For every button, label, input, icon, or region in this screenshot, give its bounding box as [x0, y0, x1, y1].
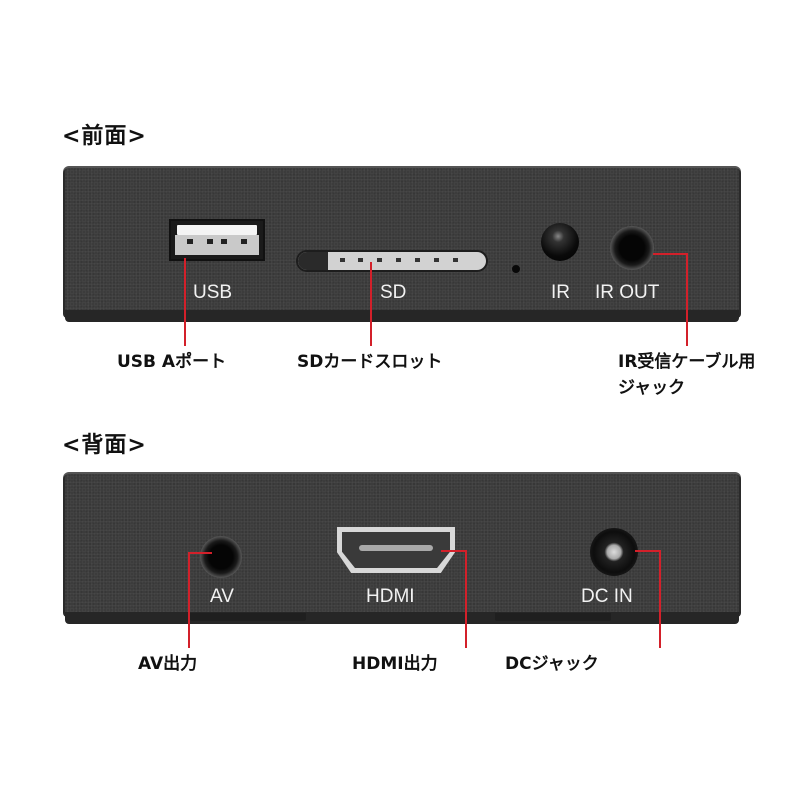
usb-callout-line: [184, 258, 186, 346]
av-jack: [200, 536, 242, 578]
dc-callout-line-v: [659, 550, 661, 648]
ir-label: IR: [551, 282, 570, 303]
hdmi-callout-line-v: [465, 550, 467, 648]
usb-a-port-callout: USB Aポート: [117, 352, 227, 372]
back-foot-right: [495, 613, 611, 621]
front-panel: USB SD IR IR OUT: [63, 166, 741, 318]
dc-callout-line-h: [635, 550, 661, 552]
ir-out-jack: [610, 226, 654, 270]
front-section-title: <前面>: [62, 124, 147, 149]
dc-in-label: DC IN: [581, 586, 633, 607]
sd-card-slot-callout: SDカードスロット: [297, 352, 443, 372]
back-foot-left: [190, 613, 306, 621]
back-section-title: <背面>: [62, 433, 147, 458]
hdmi-output-callout: HDMI出力: [352, 654, 438, 674]
hdmi-label: HDMI: [366, 586, 415, 607]
ir-out-callout-line1: IR受信ケーブル用: [618, 352, 756, 372]
status-led-hole: [512, 265, 520, 273]
ir-out-label: IR OUT: [595, 282, 660, 303]
ir-out-callout-line-v: [686, 253, 688, 346]
back-panel-bottom-edge: [65, 612, 739, 624]
ir-receiver-dome: [541, 223, 579, 261]
front-panel-bottom-edge: [65, 310, 739, 322]
ir-out-callout-line2: ジャック: [618, 378, 686, 398]
av-callout-line-h: [188, 552, 212, 554]
dc-in-jack: [590, 528, 638, 576]
dc-jack-callout: DCジャック: [505, 654, 599, 674]
back-panel: AV HDMI DC IN: [63, 472, 741, 617]
sd-card-slot: [296, 250, 488, 272]
hdmi-callout-line-h: [441, 550, 467, 552]
av-label: AV: [210, 586, 234, 607]
av-callout-line-v: [188, 552, 190, 648]
usb-port-label: USB: [193, 282, 233, 303]
hdmi-port: [337, 527, 455, 573]
av-output-callout: AV出力: [138, 654, 198, 674]
sd-slot-label: SD: [380, 282, 407, 303]
sd-callout-line: [370, 262, 372, 346]
usb-a-port: [169, 219, 265, 261]
ir-out-callout-line-h: [653, 253, 687, 255]
